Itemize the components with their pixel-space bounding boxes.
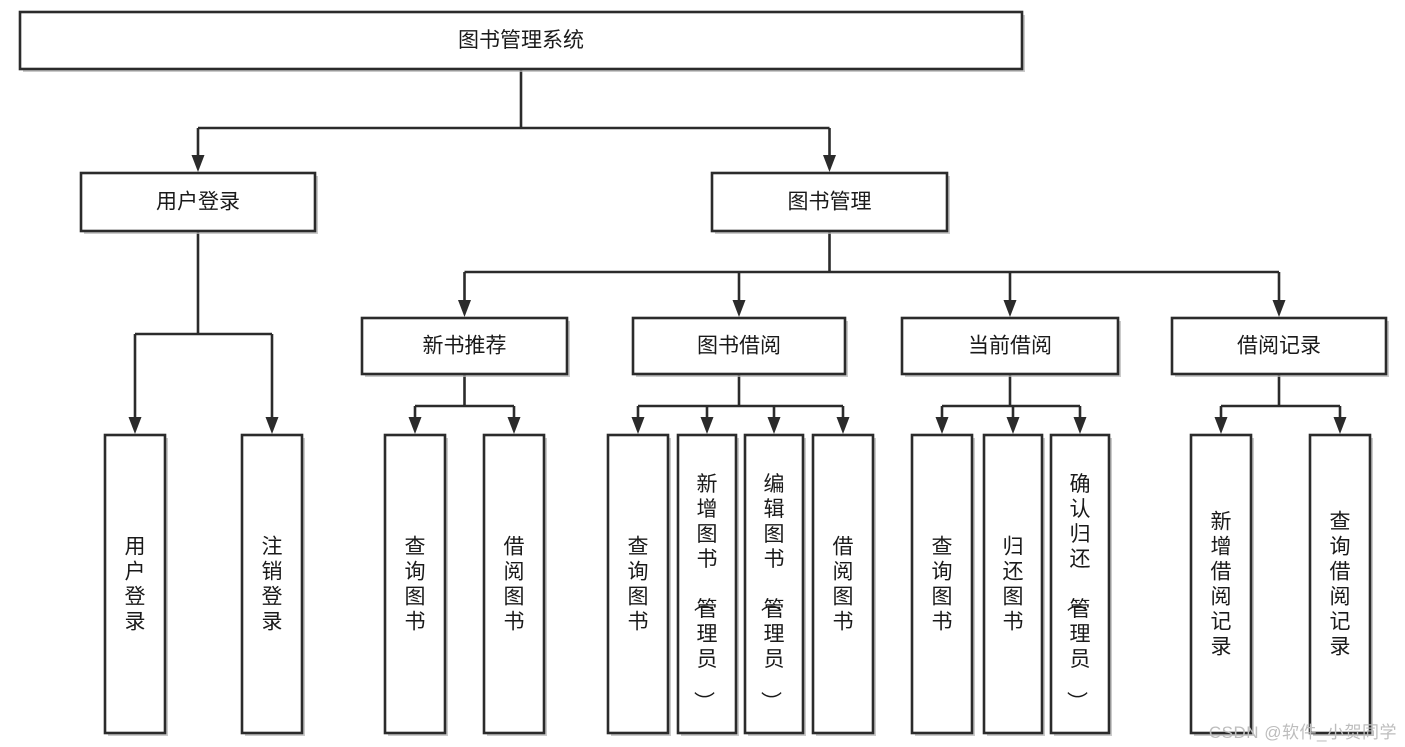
node-label: 注销登录: [262, 536, 283, 634]
node-label: 借阅图书: [833, 536, 854, 634]
node-label: 新增图书（管理员）: [692, 473, 718, 712]
node-box[interactable]: [383, 433, 447, 735]
node-current-borrow[interactable]: 当前借阅: [900, 316, 1121, 377]
node-root[interactable]: 图书管理系统: [18, 10, 1025, 72]
node-label: 图书管理系统: [458, 29, 584, 52]
edge-group-book-borrow: [631, 374, 850, 434]
node-label: 查询图书: [405, 536, 426, 634]
node-label: 借阅记录: [1237, 335, 1321, 358]
node-label: 新增借阅记录: [1211, 511, 1232, 659]
node-leaf-query-book-3[interactable]: 查询图书: [910, 433, 975, 736]
node-label: 归还图书: [1003, 536, 1024, 634]
node-leaf-return-book[interactable]: 归还图书: [982, 433, 1045, 736]
node-box[interactable]: [811, 433, 875, 735]
edge-group-new-book-rec: [408, 374, 521, 434]
node-book-borrow[interactable]: 图书借阅: [631, 316, 848, 377]
node-box[interactable]: [240, 433, 304, 735]
node-leaf-query-record[interactable]: 查询借阅记录: [1308, 433, 1373, 736]
node-label: 用户登录: [156, 191, 240, 214]
node-label: 查询借阅记录: [1330, 511, 1351, 659]
arrow-head-icon: [1214, 417, 1228, 434]
watermark-label: CSDN @软件_小贺同学: [1208, 723, 1397, 742]
node-box[interactable]: [606, 433, 670, 735]
node-box[interactable]: [18, 10, 1024, 71]
node-label: 新书推荐: [423, 335, 507, 358]
node-box[interactable]: [900, 316, 1120, 376]
node-box[interactable]: [1308, 433, 1372, 735]
node-label: 编辑图书（管理员）: [759, 473, 785, 712]
node-box[interactable]: [79, 171, 317, 233]
node-leaf-query-book-1[interactable]: 查询图书: [383, 433, 448, 736]
edge-group-user-login: [128, 231, 279, 434]
node-box[interactable]: [1189, 433, 1253, 735]
arrow-head-icon: [1073, 417, 1087, 434]
node-box[interactable]: [1170, 316, 1388, 376]
node-box[interactable]: [676, 433, 738, 735]
node-box[interactable]: [982, 433, 1044, 735]
node-leaf-edit-book[interactable]: 编辑图书（管理员）: [743, 433, 806, 736]
node-box[interactable]: [360, 316, 569, 376]
arrow-head-icon: [836, 417, 850, 434]
node-box[interactable]: [103, 433, 167, 735]
arrow-head-icon: [458, 300, 471, 317]
node-label: 查询图书: [932, 536, 953, 634]
arrow-head-icon: [191, 155, 205, 172]
node-borrow-record[interactable]: 借阅记录: [1170, 316, 1389, 377]
arrow-head-icon: [1333, 417, 1347, 434]
edge-group-book-manage: [458, 231, 1286, 317]
node-book-manage[interactable]: 图书管理: [710, 171, 950, 234]
node-box[interactable]: [631, 316, 847, 376]
arrow-head-icon: [1003, 300, 1017, 317]
arrow-head-icon: [700, 417, 714, 434]
node-leaf-confirm-return[interactable]: 确认归还（管理员）: [1049, 433, 1112, 736]
node-leaf-add-book[interactable]: 新增图书（管理员）: [676, 433, 739, 736]
node-label: 确认归还（管理员）: [1065, 473, 1091, 712]
arrow-head-icon: [408, 417, 422, 434]
node-leaf-logout[interactable]: 注销登录: [240, 433, 305, 736]
node-box[interactable]: [482, 433, 546, 735]
node-new-book-rec[interactable]: 新书推荐: [360, 316, 570, 377]
arrow-head-icon: [823, 155, 836, 172]
node-label: 查询图书: [628, 536, 649, 634]
edge-group-borrow-record: [1214, 374, 1347, 434]
node-leaf-query-book-2[interactable]: 查询图书: [606, 433, 671, 736]
node-box[interactable]: [743, 433, 805, 735]
node-leaf-borrow-book-1[interactable]: 借阅图书: [482, 433, 547, 736]
arrow-head-icon: [128, 417, 142, 434]
node-box[interactable]: [1049, 433, 1111, 735]
edge-group-current-borrow: [935, 374, 1087, 434]
arrow-head-icon: [1272, 300, 1286, 317]
node-leaf-user-login[interactable]: 用户登录: [103, 433, 168, 736]
edges-layer: [128, 69, 1347, 434]
node-box[interactable]: [910, 433, 974, 735]
arrow-head-icon: [631, 417, 645, 434]
node-label: 用户登录: [125, 536, 146, 634]
node-label: 借阅图书: [504, 536, 525, 634]
node-label: 图书借阅: [697, 335, 781, 358]
nodes-layer: 图书管理系统用户登录图书管理新书推荐图书借阅当前借阅借阅记录用户登录注销登录查询…: [18, 10, 1389, 736]
arrow-head-icon: [732, 300, 746, 317]
node-label: 当前借阅: [968, 335, 1052, 358]
node-leaf-borrow-book-2[interactable]: 借阅图书: [811, 433, 876, 736]
arrow-head-icon: [265, 417, 279, 434]
arrow-head-icon: [1006, 417, 1020, 434]
arrow-head-icon: [935, 417, 949, 434]
edge-group-root: [191, 69, 836, 172]
node-box[interactable]: [710, 171, 949, 233]
node-leaf-add-record[interactable]: 新增借阅记录: [1189, 433, 1254, 736]
node-label: 图书管理: [788, 191, 872, 214]
arrow-head-icon: [767, 417, 781, 434]
node-user-login[interactable]: 用户登录: [79, 171, 318, 234]
arrow-head-icon: [507, 417, 521, 434]
